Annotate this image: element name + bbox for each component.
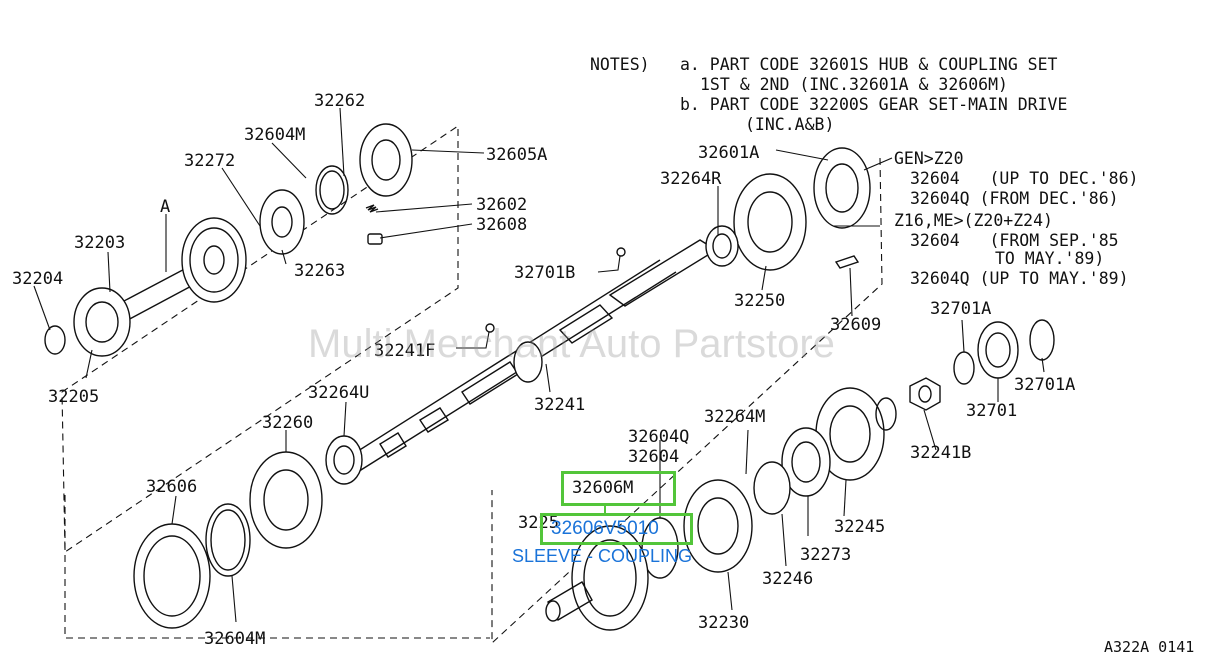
- hub-32263: [259, 189, 305, 255]
- label-32205: 32205: [48, 387, 99, 407]
- gen-title: GEN>Z20: [894, 149, 964, 168]
- nut-32241B: [909, 377, 941, 411]
- part-number-link-box[interactable]: 32606V5010: [540, 513, 693, 545]
- upper-dashed-boundary: [61, 124, 459, 554]
- gear-32250: [733, 173, 807, 271]
- z16-line-3: 32604Q (UP TO MAY.'89): [910, 269, 1129, 288]
- leader-lines: [33, 107, 1045, 623]
- notes-title: NOTES): [590, 55, 650, 74]
- note-b-line1: b. PART CODE 32200S GEAR SET-MAIN DRIVE: [680, 95, 1067, 114]
- label-32272: 32272: [184, 151, 235, 171]
- label-32246: 32246: [762, 569, 813, 589]
- gear-32601A: [813, 147, 871, 229]
- gear-32605A: [359, 123, 413, 197]
- label-32701: 32701: [966, 401, 1017, 421]
- label-32701A-right: 32701A: [1014, 375, 1075, 395]
- label-32260: 32260: [262, 413, 313, 433]
- label-32604M-top: 32604M: [244, 125, 305, 145]
- label-32203: 32203: [74, 233, 125, 253]
- label-32241: 32241: [534, 395, 585, 415]
- gen-line-1: 32604 (UP TO DEC.'86): [910, 169, 1138, 188]
- part-name-link[interactable]: SLEEVE - COUPLING: [512, 546, 693, 566]
- label-32273: 32273: [800, 545, 851, 565]
- part-highlight-box[interactable]: 32606M: [561, 471, 676, 506]
- ring-32604M-top: [315, 165, 349, 215]
- gear-32230: [683, 479, 753, 573]
- z16-title: Z16,ME>(Z20+Z24): [894, 211, 1053, 230]
- note-b-line2: (INC.A&B): [745, 115, 834, 134]
- label-32604Q: 32604Q: [628, 427, 689, 447]
- label-3225x: 3225: [518, 513, 559, 533]
- input-gear: [181, 217, 247, 303]
- note-a-line2: 1ST & 2ND (INC.32601A & 32606M): [700, 75, 1008, 94]
- washer-32245-spacer: [875, 397, 897, 431]
- z16-line-2: TO MAY.'89): [995, 249, 1104, 268]
- label-32245: 32245: [834, 517, 885, 537]
- gear-32260: [249, 451, 323, 549]
- label-32250: 32250: [734, 291, 785, 311]
- z16-line-1: 32604 (FROM SEP.'85: [910, 231, 1119, 250]
- ball-32701B: [616, 247, 626, 257]
- watermark: Multi Merchant Auto Partstore: [308, 322, 835, 366]
- label-32604: 32604: [628, 447, 679, 467]
- bearing-32273: [781, 427, 831, 497]
- label-32264U: 32264U: [308, 383, 369, 403]
- bearing-32241: [513, 341, 543, 383]
- bearing-32203: [73, 287, 131, 357]
- bearing-32264R: [705, 225, 739, 267]
- gen-line-2: 32604Q (FROM DEC.'86): [910, 189, 1119, 208]
- clip-32609: [834, 255, 860, 269]
- lower-dashed-boundary: [64, 495, 490, 639]
- note-a-line1: a. PART CODE 32601S HUB & COUPLING SET: [680, 55, 1058, 74]
- part-number-link[interactable]: 32606V5010: [551, 518, 659, 539]
- sleeve-32606: [133, 523, 211, 629]
- label-32701B: 32701B: [514, 263, 575, 283]
- ring-32701A-right: [1029, 319, 1055, 361]
- ring-32604M-bottom: [205, 503, 251, 577]
- highlight-connector: [604, 506, 606, 516]
- snap-ring-32204: [44, 325, 66, 355]
- right-dashed-boundary: [491, 157, 883, 645]
- label-32204: 32204: [12, 269, 63, 289]
- label-32263: 32263: [294, 261, 345, 281]
- label-32241F: 32241F: [374, 341, 435, 361]
- label-32606: 32606: [146, 477, 197, 497]
- washer-32701: [977, 321, 1019, 379]
- label-32608: 32608: [476, 215, 527, 235]
- insert-32608: [367, 233, 383, 245]
- label-32241B: 32241B: [910, 443, 971, 463]
- label-32230: 32230: [698, 613, 749, 633]
- sleeve-32606M: [571, 525, 649, 631]
- label-32604M-bottom: 32604M: [204, 629, 265, 649]
- label-32609: 32609: [830, 315, 881, 335]
- bearing-32246: [753, 461, 791, 515]
- label-32264M: 32264M: [704, 407, 765, 427]
- label-32262: 32262: [314, 91, 365, 111]
- label-A: A: [160, 197, 170, 217]
- label-32602: 32602: [476, 195, 527, 215]
- highlighted-part-code[interactable]: 32606M: [572, 478, 634, 498]
- bearing-32264U: [325, 435, 363, 485]
- figure-code: A322A 0141: [1104, 638, 1194, 656]
- label-32264R: 32264R: [660, 169, 722, 189]
- ring-32701A-top: [953, 351, 975, 385]
- spring-32602: [365, 204, 379, 213]
- shaft-end: [545, 581, 593, 622]
- ball-32241F: [485, 323, 495, 333]
- label-32701A-top: 32701A: [930, 299, 991, 319]
- label-32605A: 32605A: [486, 145, 547, 165]
- label-32601A: 32601A: [698, 143, 759, 163]
